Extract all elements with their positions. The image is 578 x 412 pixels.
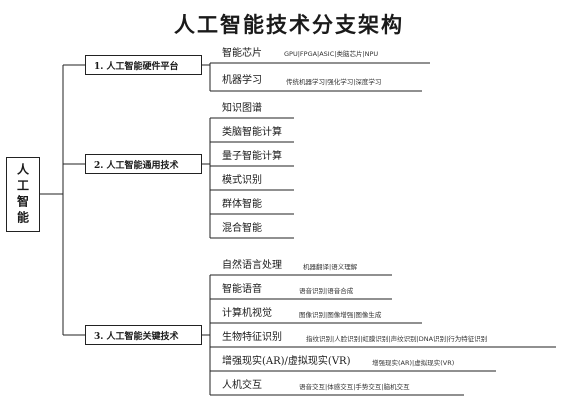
leaf-quantum-computing: 量子智能计算 [222,151,282,162]
leaf-computer-vision: 计算机视觉 [222,308,272,319]
leaf-hci: 人机交互 [222,380,262,391]
leaf-smart-chip-detail: GPU|FPGA|ASIC|类脑芯片|NPU [284,50,379,58]
branch-general-technology: 2. 人工智能通用技术 [85,154,202,174]
leaf-machine-learning-detail: 传统机器学习|强化学习|深度学习 [286,78,382,86]
leaf-ar-vr: 增强现实(AR)/虚拟现实(VR) [222,356,351,367]
leaf-machine-learning: 机器学习 [222,75,262,86]
leaf-speech-detail: 语音识别|语音合成 [299,287,354,295]
leaf-brain-inspired-computing: 类脑智能计算 [222,127,282,138]
root-label: 人工智能 [15,162,30,227]
branch-hardware-platform: 1. 人工智能硬件平台 [85,55,202,75]
leaf-ar-vr-detail: 增强现实(AR)|虚拟现实(VR) [372,359,455,367]
leaf-nlp: 自然语言处理 [222,260,282,271]
leaf-nlp-detail: 机器翻译|语义理解 [303,263,358,271]
leaf-hybrid-intelligence: 混合智能 [222,223,262,234]
leaf-swarm-intelligence: 群体智能 [222,199,262,210]
root-node: 人工智能 [6,157,40,232]
leaf-pattern-recognition: 模式识别 [222,175,262,186]
leaf-knowledge-graph: 知识图谱 [222,103,262,114]
leaf-biometrics-detail: 指纹识别|人脸识别|虹膜识别|声纹识别|DNA识别|行为特征识别 [306,335,488,343]
leaf-biometrics: 生物特征识别 [222,332,282,343]
diagram-title: 人工智能技术分支架构 [174,12,404,37]
leaf-hci-detail: 语音交互|体感交互|手势交互|脑机交互 [299,383,410,391]
leaf-smart-chip: 智能芯片 [222,48,262,59]
leaf-speech: 智能语音 [222,284,262,295]
branch-key-technology: 3. 人工智能关键技术 [85,325,202,345]
leaf-computer-vision-detail: 图像识别|图像增强|图像生成 [299,311,382,319]
